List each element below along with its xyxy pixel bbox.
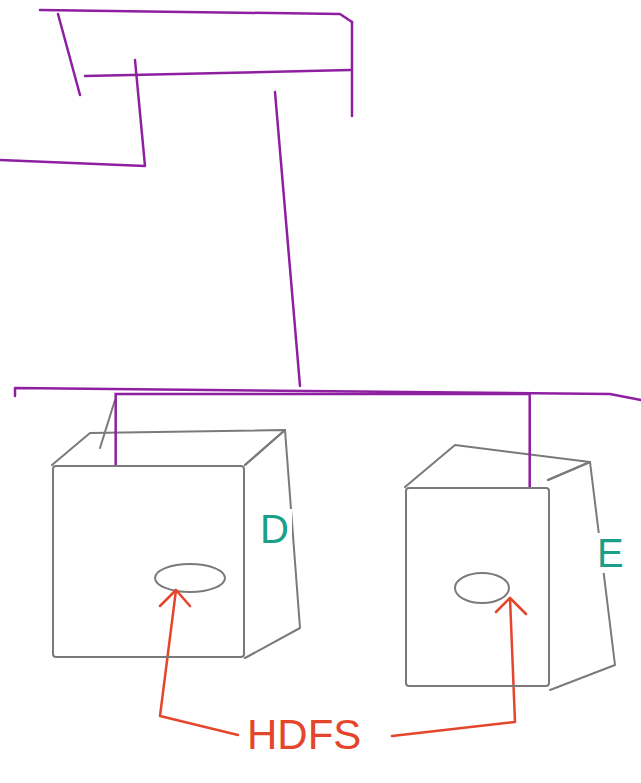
network-lines [0, 10, 641, 400]
storage-label: HDFS [244, 714, 364, 756]
server-d-body [52, 400, 300, 658]
server-e-body [405, 398, 615, 690]
server-box: D [52, 465, 245, 658]
server-letter: D [257, 509, 292, 549]
disk-symbol [155, 564, 225, 592]
server-letter: E [594, 533, 627, 573]
disk-symbol [455, 573, 509, 603]
network-connector [116, 394, 530, 487]
connector-line [116, 394, 530, 487]
server-box: E [405, 487, 550, 687]
